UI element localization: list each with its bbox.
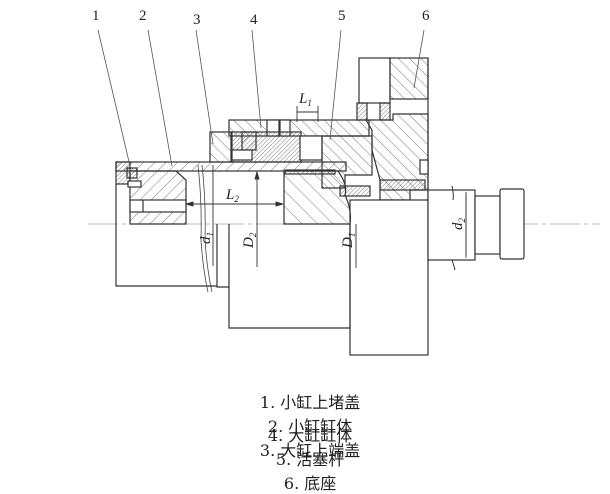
break-lines (197, 164, 213, 293)
caption-item-2: 2. 小缸缸体 (267, 417, 353, 436)
dim-D1: D1 (340, 233, 357, 249)
dimension-lines (184, 106, 467, 268)
dim-d2: d2 (450, 218, 467, 231)
part-label-3: 3 (193, 12, 201, 28)
dim-L1: L1 (298, 91, 312, 108)
piston-rod-part-5 (283, 169, 352, 225)
dim-L2: L2 (225, 187, 239, 204)
caption-item-1: 1. 小缸上堵盖 (259, 393, 361, 412)
dim-D2: D2 (241, 232, 258, 249)
base-part-6 (349, 57, 430, 356)
lower-outlines (115, 184, 351, 329)
dimension-labels: L1 L2 D2 D1 d1 d2 (198, 91, 467, 249)
caption-item-5: 5. 活塞杆 (275, 450, 345, 469)
dim-d1: d1 (198, 232, 215, 244)
part-label-2: 2 (139, 8, 147, 24)
figure-caption-line-2: 4. 大缸缸体 5. 活塞杆 6. 底座 (0, 403, 610, 494)
large-cylinder-body-part-4 (228, 119, 373, 197)
part-label-1: 1 (92, 8, 100, 24)
caption-item-6: 6. 底座 (283, 474, 337, 493)
part-label-4: 4 (250, 12, 258, 28)
caption-item-4: 4. 大缸缸体 (267, 426, 353, 445)
cylinder-assembly-drawing: 1 2 3 4 5 6 L1 L2 D2 D1 d1 d2 (88, 8, 600, 356)
small-cylinder-body-part-2 (115, 161, 347, 225)
small-cylinder-plug-part-1 (115, 161, 142, 188)
leader-lines (97, 29, 425, 167)
part-label-6: 6 (422, 8, 430, 24)
part-label-5: 5 (338, 8, 346, 24)
part-number-labels: 1 2 3 4 5 6 (92, 8, 430, 28)
rod-end (427, 185, 525, 271)
